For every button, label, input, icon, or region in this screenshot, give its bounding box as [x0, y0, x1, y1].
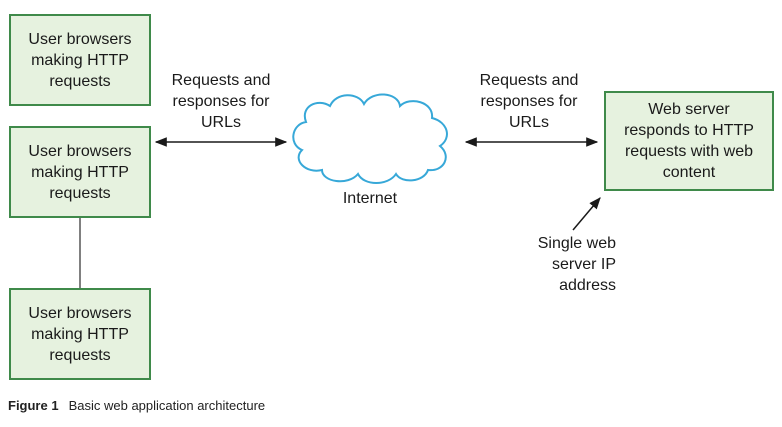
- web-server-box: Web server responds to HTTP requests wit…: [604, 91, 774, 191]
- figure-caption: Figure 1 Basic web application architectu…: [8, 398, 265, 413]
- ip-pointer-arrow: [572, 197, 601, 231]
- left-arrow-label: Requests and responses for URLs: [171, 72, 271, 131]
- internet-cloud-icon: [292, 93, 448, 184]
- figure-number: Figure 1: [8, 398, 59, 413]
- right-arrow-label: Requests and responses for URLs: [479, 72, 579, 131]
- internet-label: Internet: [342, 190, 398, 207]
- user-browsers-box-middle: User browsers making HTTP requests: [9, 126, 151, 218]
- ip-address-note: Single web server IP address: [537, 235, 616, 294]
- user-browsers-box-bottom: User browsers making HTTP requests: [9, 288, 151, 380]
- user-browsers-box-top: User browsers making HTTP requests: [9, 14, 151, 106]
- figure-caption-text: Basic web application architecture: [68, 398, 266, 413]
